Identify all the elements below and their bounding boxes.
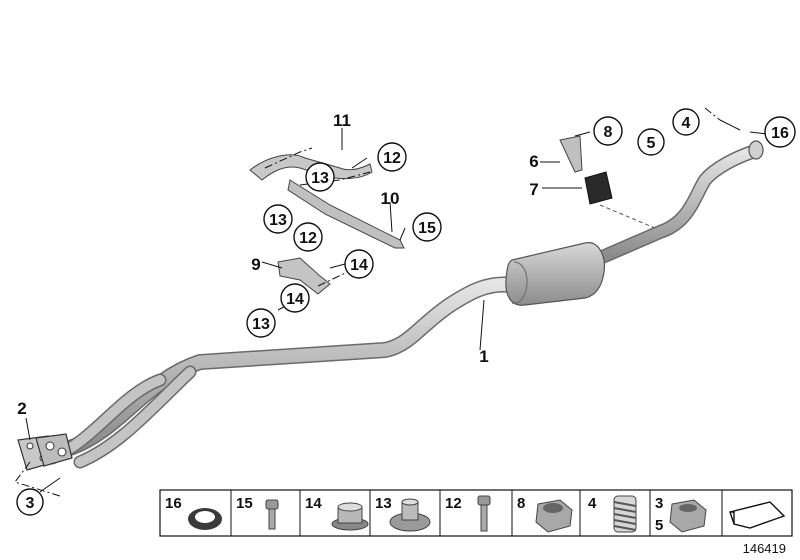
circle-label-14a: 14	[344, 249, 374, 279]
svg-text:12: 12	[299, 230, 317, 247]
svg-text:3: 3	[26, 495, 35, 512]
exhaust-pipe	[45, 140, 764, 469]
svg-text:8: 8	[517, 495, 525, 512]
circle-label-12a: 12	[377, 142, 407, 172]
svg-text:13: 13	[269, 212, 287, 229]
svg-text:14: 14	[305, 495, 322, 512]
svg-text:5: 5	[647, 135, 656, 152]
bracket-lower	[277, 257, 331, 295]
label-part-9: 9	[251, 255, 260, 274]
svg-text:12: 12	[383, 150, 401, 167]
label-part-2: 2	[17, 399, 26, 418]
legend-cell-16: 16	[165, 495, 222, 530]
label-part-7: 7	[529, 180, 538, 199]
svg-text:12: 12	[445, 495, 462, 512]
legend-cell-12: 12	[445, 495, 491, 532]
circle-label-3: 3	[16, 488, 44, 516]
circle-label-15: 15	[412, 212, 442, 242]
svg-text:3: 3	[655, 495, 663, 512]
svg-text:14: 14	[350, 257, 368, 274]
legend-cell-14: 14	[305, 495, 369, 531]
svg-text:4: 4	[682, 115, 691, 132]
legend-cell-15: 15	[236, 495, 279, 530]
legend-strip: 16 15 14 13 12 8	[159, 489, 793, 537]
svg-text:13: 13	[252, 316, 270, 333]
circle-label-16: 16	[764, 116, 796, 148]
label-part-1: 1	[479, 347, 488, 366]
legend-cell-13: 13	[375, 495, 431, 532]
circle-label-8: 8	[593, 116, 623, 146]
svg-text:13: 13	[311, 170, 329, 187]
svg-text:16: 16	[165, 495, 182, 512]
legend-cell-3-5: 3 5	[655, 495, 707, 534]
catalytic-converter	[505, 242, 605, 306]
svg-text:14: 14	[286, 291, 304, 308]
front-flange	[17, 433, 73, 471]
circle-label-13c: 13	[246, 308, 276, 338]
svg-text:16: 16	[771, 125, 789, 142]
svg-text:5: 5	[655, 517, 663, 534]
legend-cell-4: 4	[588, 495, 637, 533]
circle-label-14b: 14	[280, 283, 310, 313]
svg-text:15: 15	[236, 495, 253, 512]
label-part-10: 10	[381, 189, 400, 208]
svg-text:8: 8	[604, 124, 613, 141]
rubber-mount-hanger	[559, 135, 656, 229]
legend-cell-8: 8	[517, 495, 573, 533]
svg-text:15: 15	[418, 220, 436, 237]
circle-label-5: 5	[637, 128, 665, 156]
circle-label-13b: 13	[263, 204, 293, 234]
circle-label-13a: 13	[305, 162, 335, 192]
circle-label-12b: 12	[293, 222, 323, 252]
leader-lines	[25, 119, 769, 493]
svg-text:4: 4	[588, 495, 597, 512]
diagram-number: 146419	[743, 541, 786, 556]
svg-text:13: 13	[375, 495, 392, 512]
label-part-11: 11	[333, 111, 351, 130]
circle-label-4: 4	[672, 108, 700, 136]
label-part-6: 6	[529, 152, 538, 171]
legend-cell-arrow	[729, 501, 786, 529]
